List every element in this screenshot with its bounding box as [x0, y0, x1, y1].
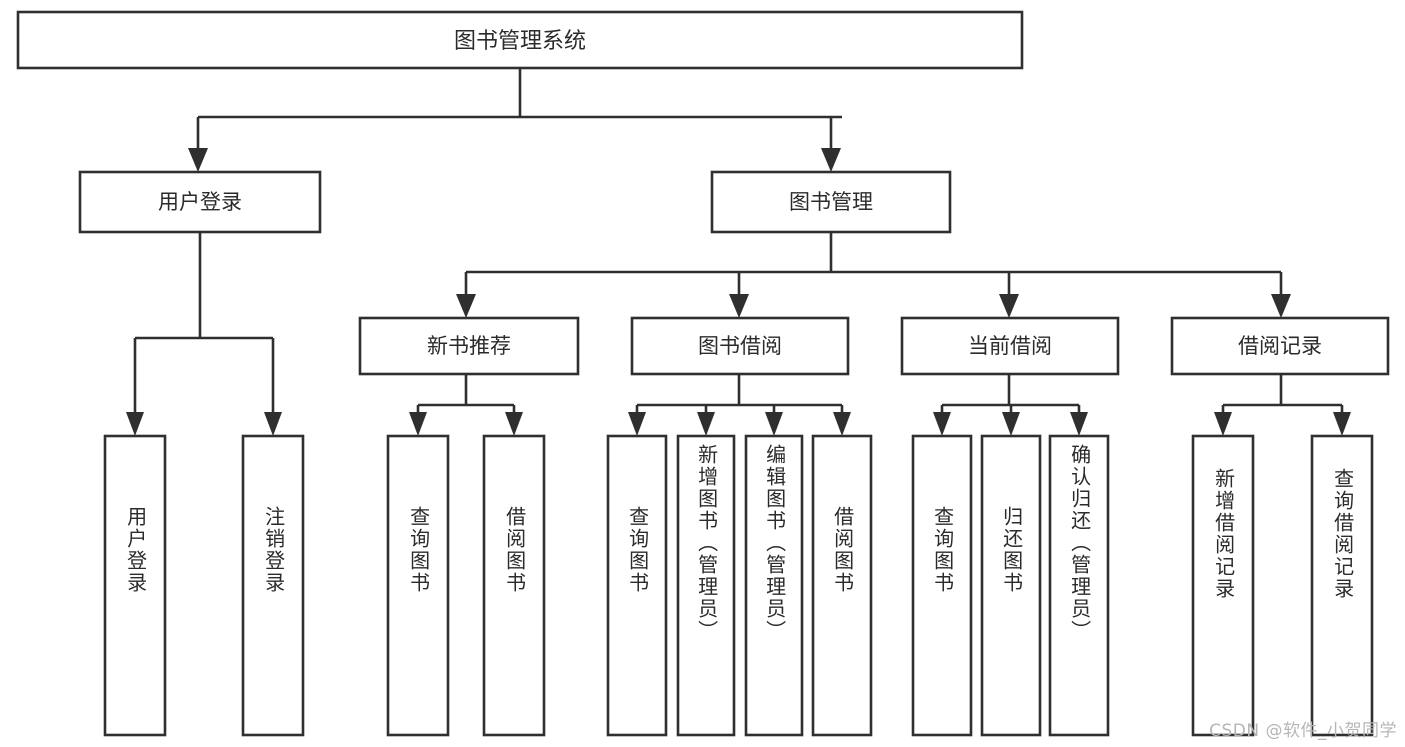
edge-group-user-login: [126, 232, 282, 436]
leaf-box-logout[interactable]: [241, 434, 305, 737]
arrow-head-leaf-user-login: [126, 412, 144, 436]
node-book-management[interactable]: 图书管理: [710, 170, 952, 234]
leaf-box-cb-return-book[interactable]: [980, 434, 1042, 737]
node-new-book-recommend-box[interactable]: [358, 316, 580, 376]
arrow-head-cb-leaf-2: [1002, 412, 1020, 436]
node-root-box[interactable]: [16, 10, 1024, 70]
arrow-head-current-borrow: [999, 294, 1019, 318]
leaf-box-bb-query-book[interactable]: [606, 434, 668, 737]
arrow-head-user-login: [188, 148, 208, 172]
edge-group-root: [188, 68, 842, 172]
arrow-head-br-leaf-2: [1333, 412, 1351, 436]
leaf-box-nr-borrow-book[interactable]: [482, 434, 546, 737]
arrow-head-cb-leaf-3: [1070, 412, 1088, 436]
leaf-box-br-query-record[interactable]: [1310, 434, 1374, 737]
node-user-login-box[interactable]: [78, 170, 322, 234]
node-current-borrow-box[interactable]: [900, 316, 1120, 376]
edge-group-current-borrow: [933, 374, 1088, 436]
arrow-head-br-leaf-1: [1214, 412, 1232, 436]
leaf-boxes: [103, 434, 1374, 737]
node-book-borrow[interactable]: 图书借阅: [630, 316, 850, 376]
node-book-management-label: 图书管理: [789, 190, 873, 214]
arrow-head-bb-leaf-3: [765, 412, 783, 436]
leaf-box-cb-confirm-return[interactable]: [1048, 434, 1110, 737]
leaf-box-bb-borrow-book[interactable]: [811, 434, 873, 737]
edge-group-book-borrow: [628, 374, 851, 436]
node-new-book-recommend-label: 新书推荐: [427, 334, 511, 358]
node-root[interactable]: 图书管理系统: [16, 10, 1024, 70]
arrow-head-nr-leaf-1: [409, 412, 427, 436]
edge-group-new-recommend: [409, 374, 523, 436]
node-book-management-box[interactable]: [710, 170, 952, 234]
arrow-head-leaf-logout: [264, 412, 282, 436]
edge-group-borrow-record: [1214, 374, 1351, 436]
leaf-box-cb-query-book[interactable]: [911, 434, 973, 737]
node-borrow-record[interactable]: 借阅记录: [1170, 316, 1390, 376]
leaf-box-nr-query-book[interactable]: [386, 434, 450, 737]
arrow-head-bb-leaf-2: [697, 412, 715, 436]
node-current-borrow-label: 当前借阅: [968, 334, 1052, 358]
node-book-borrow-label: 图书借阅: [698, 334, 782, 358]
arrow-head-bb-leaf-1: [628, 412, 646, 436]
arrow-head-borrow-record: [1271, 294, 1291, 318]
arrow-head-cb-leaf-1: [933, 412, 951, 436]
leaf-box-user-login[interactable]: [103, 434, 167, 737]
arrow-head-nr-leaf-2: [505, 412, 523, 436]
arrow-head-bb-leaf-4: [833, 412, 851, 436]
arrow-head-book-mgmt: [821, 148, 841, 172]
node-borrow-record-label: 借阅记录: [1238, 334, 1322, 358]
leaf-box-bb-add-book[interactable]: [676, 434, 736, 737]
arrow-head-book-borrow: [729, 294, 749, 318]
csdn-watermark: CSDN @软件_小贺同学: [1209, 721, 1397, 741]
node-new-book-recommend[interactable]: 新书推荐: [358, 316, 580, 376]
node-user-login-label: 用户登录: [158, 190, 242, 214]
arrow-head-new-recommend: [456, 294, 476, 318]
node-book-borrow-box[interactable]: [630, 316, 850, 376]
node-borrow-record-box[interactable]: [1170, 316, 1390, 376]
node-user-login[interactable]: 用户登录: [78, 170, 322, 234]
node-current-borrow[interactable]: 当前借阅: [900, 316, 1120, 376]
leaf-box-bb-edit-book[interactable]: [744, 434, 804, 737]
edge-group-book-mgmt: [456, 232, 1291, 318]
node-root-label: 图书管理系统: [454, 29, 586, 54]
leaf-box-br-add-record[interactable]: [1191, 434, 1255, 737]
